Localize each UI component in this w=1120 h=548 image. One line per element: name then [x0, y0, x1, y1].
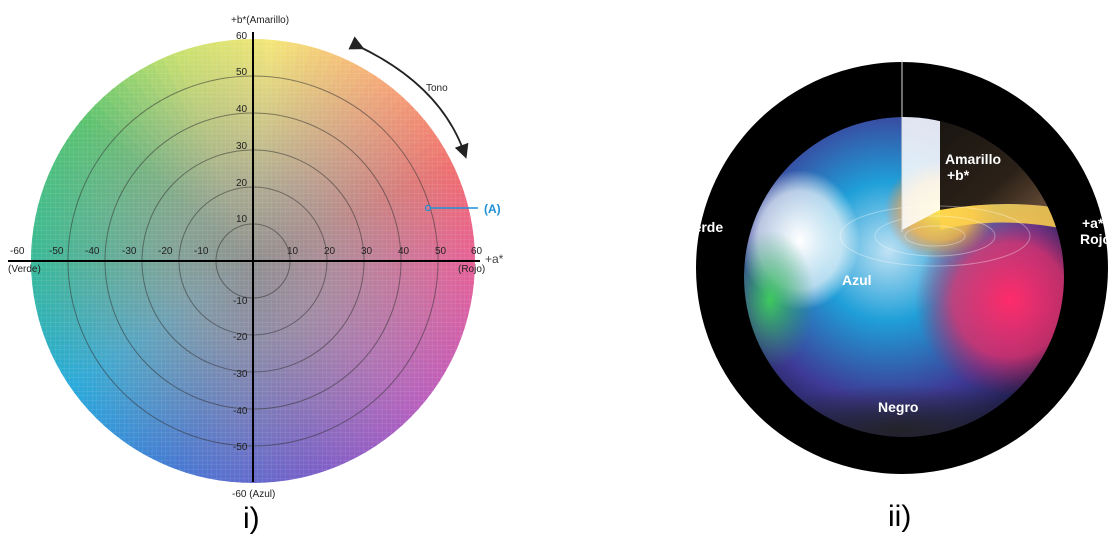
left-axis-label: (Verde)	[8, 264, 41, 275]
y-tick-label: -40	[233, 406, 248, 417]
label-rojo: Rojo	[1080, 231, 1111, 247]
y-tick-label: 10	[236, 214, 248, 225]
label-amarillo: Amarillo	[945, 151, 1001, 167]
point-a-marker	[424, 204, 432, 212]
tono-arrow	[348, 36, 469, 159]
a-axis-title: +a*	[485, 252, 504, 266]
x-tick-label: -60	[10, 246, 25, 257]
y-tick-label: 60	[236, 31, 248, 42]
label-blanco: Blanco	[877, 19, 924, 35]
x-tick-label: -20	[158, 246, 173, 257]
y-tick-label: 40	[236, 104, 248, 115]
y-tick-label: 30	[236, 141, 248, 152]
label-l-star: +L*	[886, 35, 909, 51]
x-tick-label: -30	[122, 246, 137, 257]
bottom-axis-label: -60 (Azul)	[232, 489, 275, 500]
lab-color-solid-diagram: Blanco +L* Amarillo +b* Verde +a* Rojo A…	[685, 19, 1111, 474]
x-tick-label: 20	[324, 246, 336, 257]
x-tick-label: -40	[85, 246, 100, 257]
label-b-star: +b*	[947, 167, 970, 183]
color-sphere	[744, 117, 1064, 437]
label-azul: Azul	[842, 272, 872, 288]
x-tick-label: 30	[361, 246, 373, 257]
y-tick-label: -20	[233, 332, 248, 343]
label-verde: Verde	[685, 219, 723, 235]
x-tick-label: 40	[398, 246, 410, 257]
x-tick-label: 50	[435, 246, 447, 257]
y-tick-label: -10	[233, 296, 248, 307]
caption-ii: ii)	[888, 500, 912, 533]
b-axis-title: +b*(Amarillo)	[231, 15, 289, 26]
x-tick-label: 10	[287, 246, 299, 257]
point-a-label: (A)	[484, 202, 501, 216]
x-tick-label: -50	[49, 246, 64, 257]
right-axis-label: (Rojo)	[458, 264, 485, 275]
y-tick-label: 50	[236, 67, 248, 78]
x-tick-label: -10	[194, 246, 209, 257]
tono-label: Tono	[426, 83, 448, 94]
lab-ab-plane-diagram: -60 -50 -40 -30 -20 -10 10 20 30 40 50 6…	[8, 15, 504, 500]
y-tick-label: -30	[233, 369, 248, 380]
label-a-star: +a*	[1082, 215, 1104, 231]
caption-i: i)	[243, 502, 260, 535]
x-tick-label: 60	[471, 246, 483, 257]
label-negro: Negro	[878, 399, 918, 415]
y-tick-label: -50	[233, 442, 248, 453]
y-tick-label: 20	[236, 178, 248, 189]
